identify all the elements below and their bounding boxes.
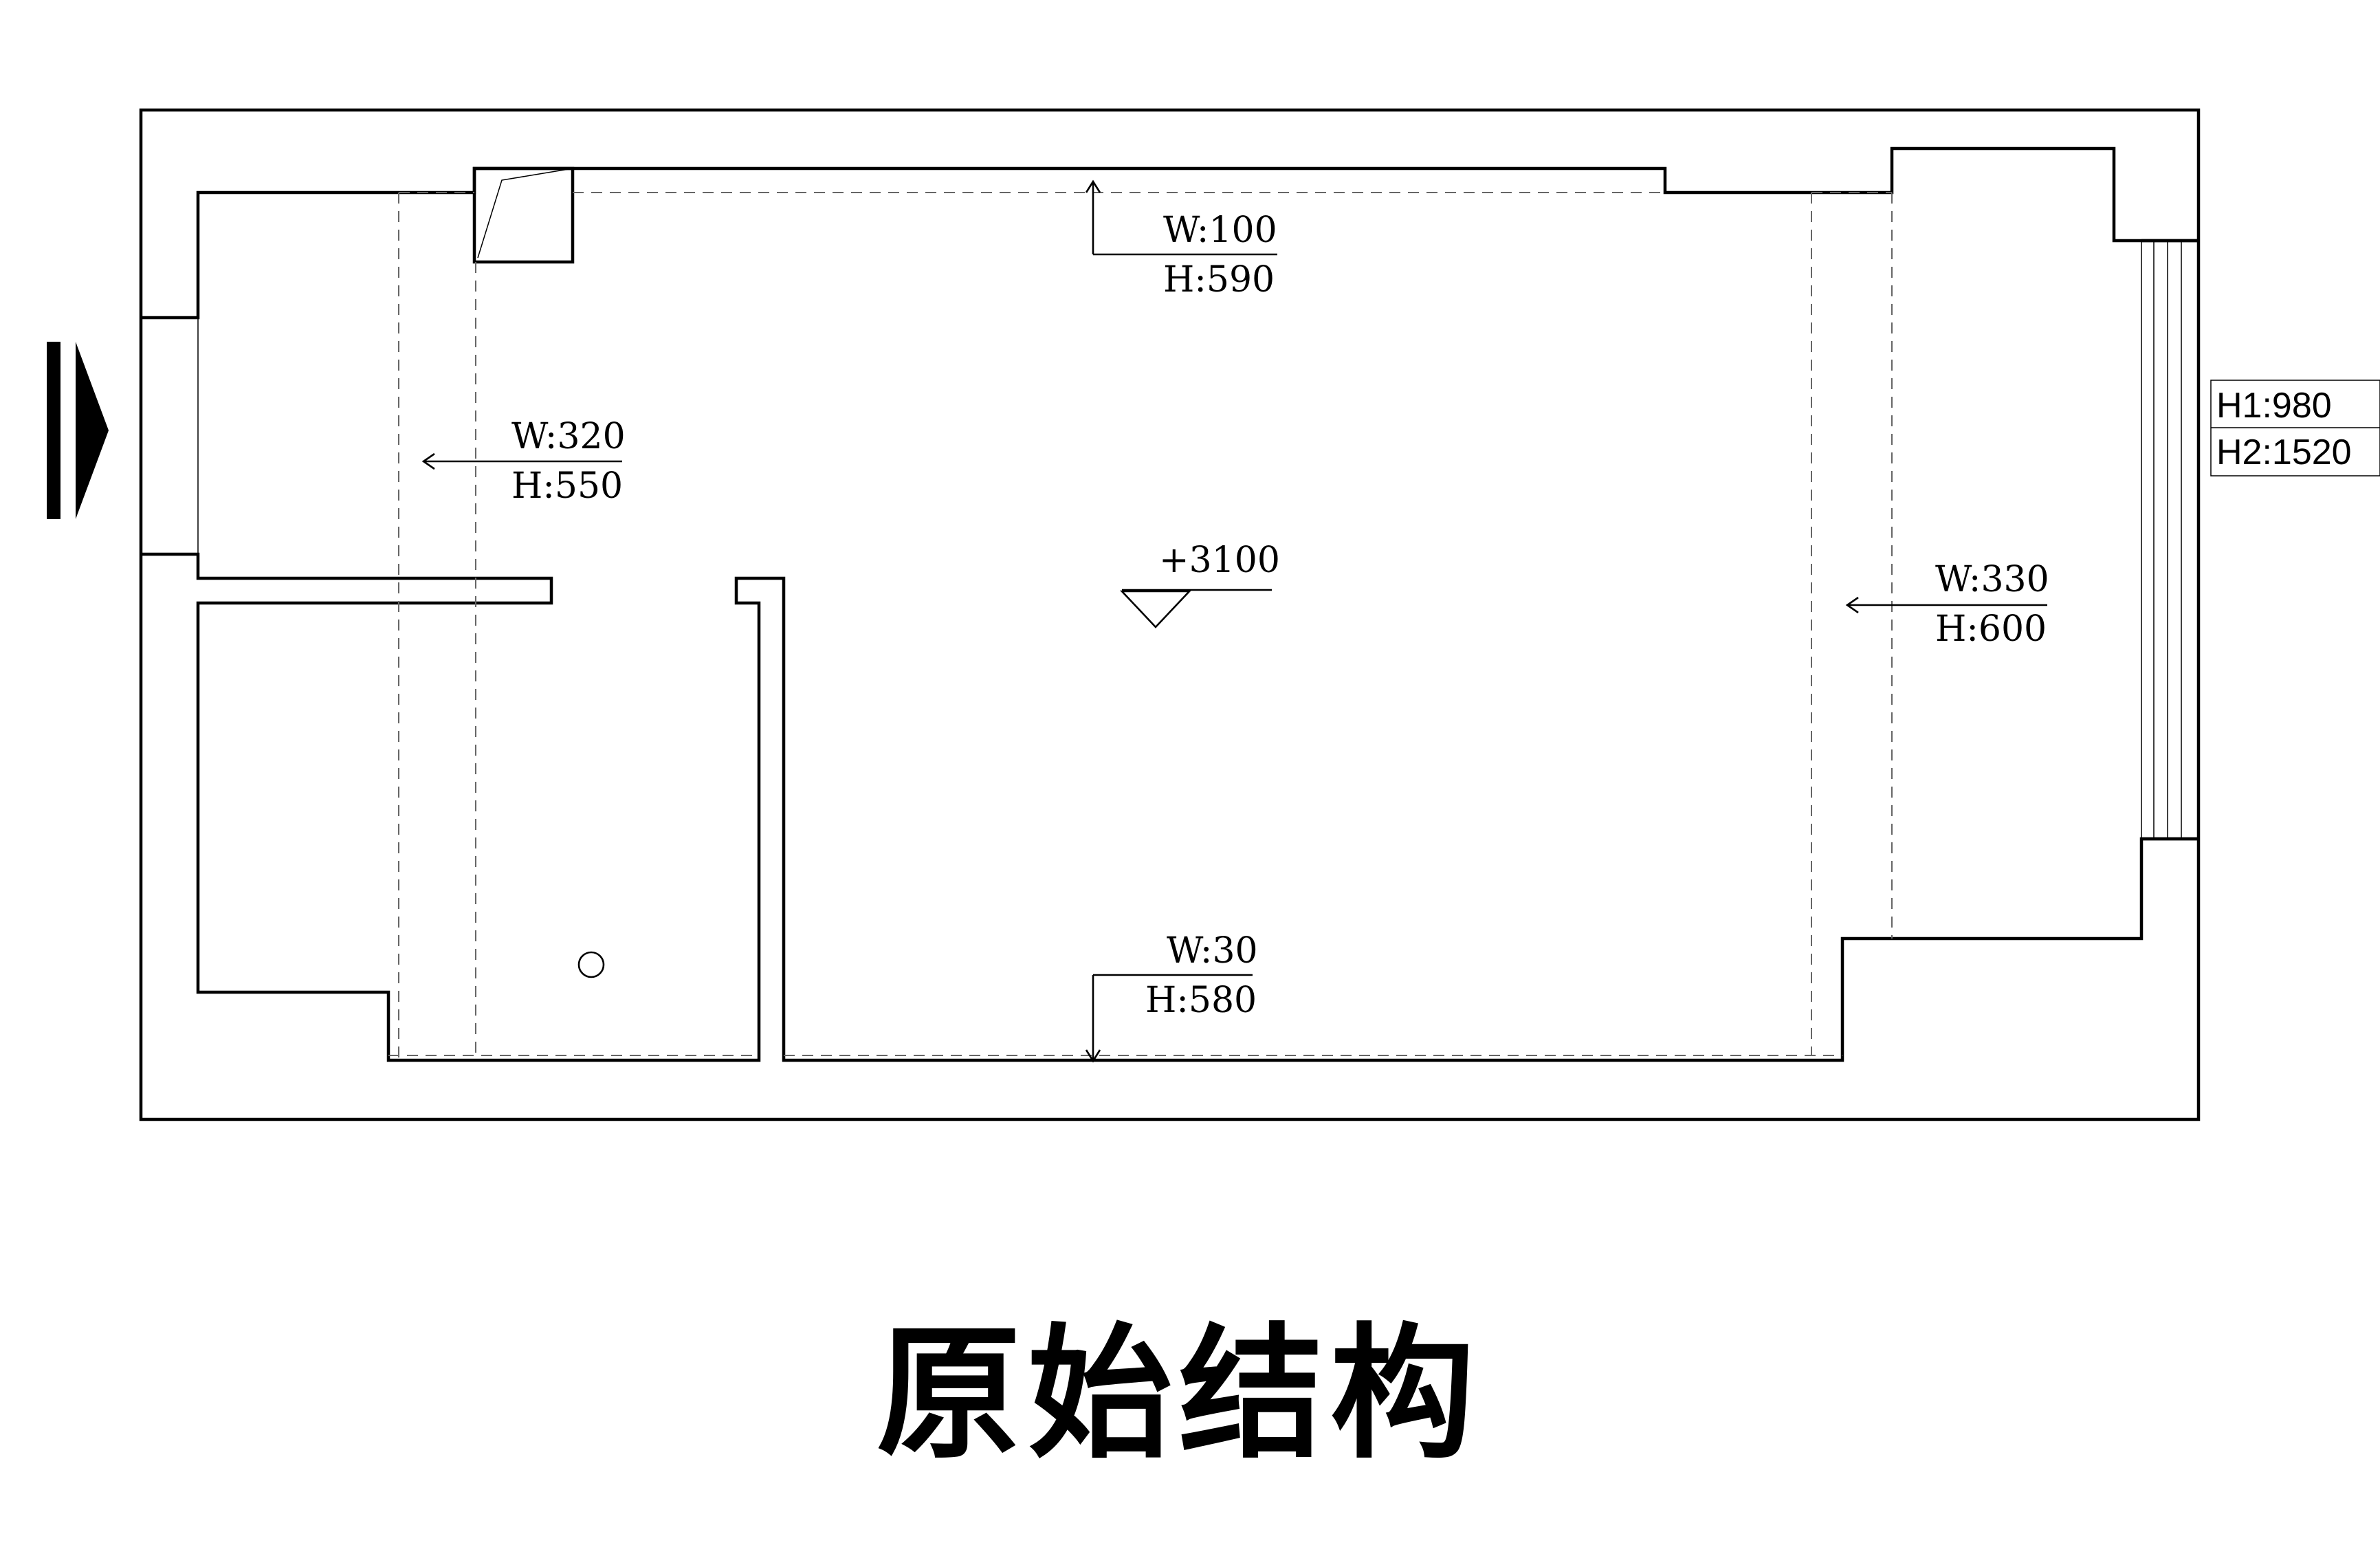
opening-height: H:590 bbox=[1163, 259, 1275, 300]
window-h1: H1:980 bbox=[2216, 386, 2332, 426]
elevation-marker-icon bbox=[1119, 589, 1272, 628]
opening-dim-bottom bbox=[1085, 974, 1253, 1063]
opening-width: W:320 bbox=[511, 416, 626, 457]
opening-width: W:30 bbox=[1167, 930, 1258, 972]
floor-drain-icon bbox=[577, 951, 605, 978]
opening-height: H:580 bbox=[1145, 980, 1257, 1021]
opening-dim-top bbox=[1085, 179, 1277, 256]
outer-boundary bbox=[139, 108, 2201, 1121]
pipe-shaft-hatch bbox=[477, 168, 573, 259]
opening-width: W:330 bbox=[1935, 559, 2049, 600]
window-height-box bbox=[2210, 380, 2380, 476]
wall-top-left bbox=[141, 146, 2199, 320]
elevation-label: +3100 bbox=[1159, 540, 1280, 581]
pipe-shaft-icon bbox=[472, 166, 575, 264]
opening-height: H:600 bbox=[1935, 609, 2047, 650]
wall-left-lower bbox=[141, 552, 2199, 1062]
page-title: 原始结构 bbox=[877, 1310, 1481, 1478]
opening-width: W:100 bbox=[1163, 210, 1277, 251]
opening-dim-left bbox=[421, 452, 622, 470]
opening-dim-right bbox=[1845, 596, 2047, 614]
opening-height: H:550 bbox=[511, 465, 623, 507]
entrance-arrow-icon bbox=[47, 342, 109, 519]
window-h2: H2:1520 bbox=[2216, 432, 2352, 472]
